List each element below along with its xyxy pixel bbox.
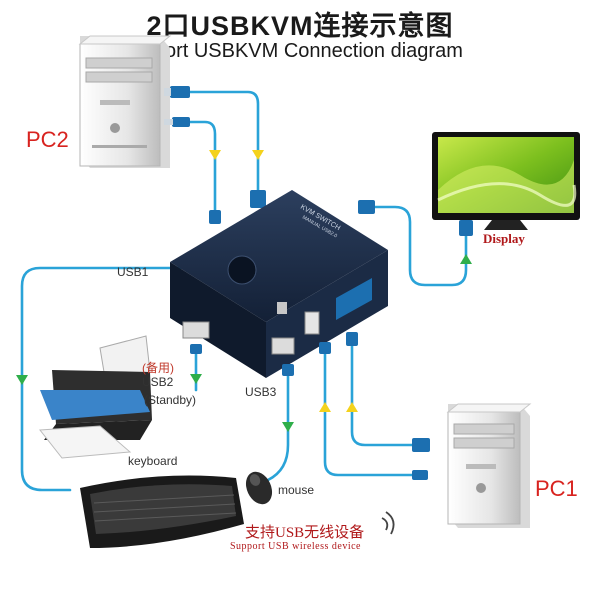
mouse-icon (245, 471, 273, 505)
monitor-icon (432, 132, 580, 230)
arrow-usb2 (190, 374, 202, 384)
pc-tower-icon (78, 35, 172, 168)
label-usb3: USB3 (245, 385, 277, 399)
label-mouse: mouse (278, 483, 315, 497)
label-usb2-backup: (备用) (142, 361, 174, 375)
kvm-switch-icon: KVM SWITCH MANUAL USB2.0 (170, 190, 388, 378)
arrow-pc1-usb (319, 402, 331, 412)
diagram-title-chinese: 2口USBKVM连接示意图 (146, 11, 454, 41)
label-usb2: USB2 (142, 375, 174, 389)
pc-tower-icon (446, 403, 532, 528)
label-keyboard: keyboard (128, 454, 178, 468)
usb-plug-icon (209, 210, 221, 224)
wireless-signal-icon (381, 511, 395, 535)
label-usb2-standby: (Standby) (144, 393, 197, 407)
cable-pc2-vga (188, 90, 260, 197)
label-support-zh: 支持USB无线设备 (245, 525, 365, 541)
arrow-pc1-vga (346, 402, 358, 412)
label-support-en: Support USB wireless device (230, 541, 361, 552)
label-usb1: USB1 (117, 265, 149, 279)
label-pc1: PC1 (535, 476, 578, 501)
arrow-usb3 (282, 422, 294, 432)
direction-arrows (16, 150, 472, 432)
keyboard-icon (80, 475, 244, 548)
printer-icon (39, 335, 152, 459)
usb-plug-icon (190, 342, 428, 480)
vga-plug-icon (164, 86, 190, 98)
vga-plug-icon (358, 200, 473, 236)
label-pc2: PC2 (26, 127, 69, 152)
cable-display (373, 205, 468, 287)
cable-pc1-usb (323, 348, 414, 477)
arrow-display (460, 254, 472, 264)
arrow-pc2-vga (252, 150, 264, 160)
cables (20, 90, 468, 492)
diagram-title-english: 2 port USBKVM Connection diagram (137, 40, 463, 62)
vga-plug-icon (346, 332, 430, 452)
cable-pc2-usb (188, 120, 217, 217)
usb-plug-icon (164, 117, 190, 127)
vga-plug-icon (250, 190, 266, 208)
arrow-usb1 (16, 375, 28, 385)
label-display: Display (483, 231, 525, 246)
cable-pc1-vga (350, 343, 414, 447)
arrow-pc2-usb (209, 150, 221, 160)
